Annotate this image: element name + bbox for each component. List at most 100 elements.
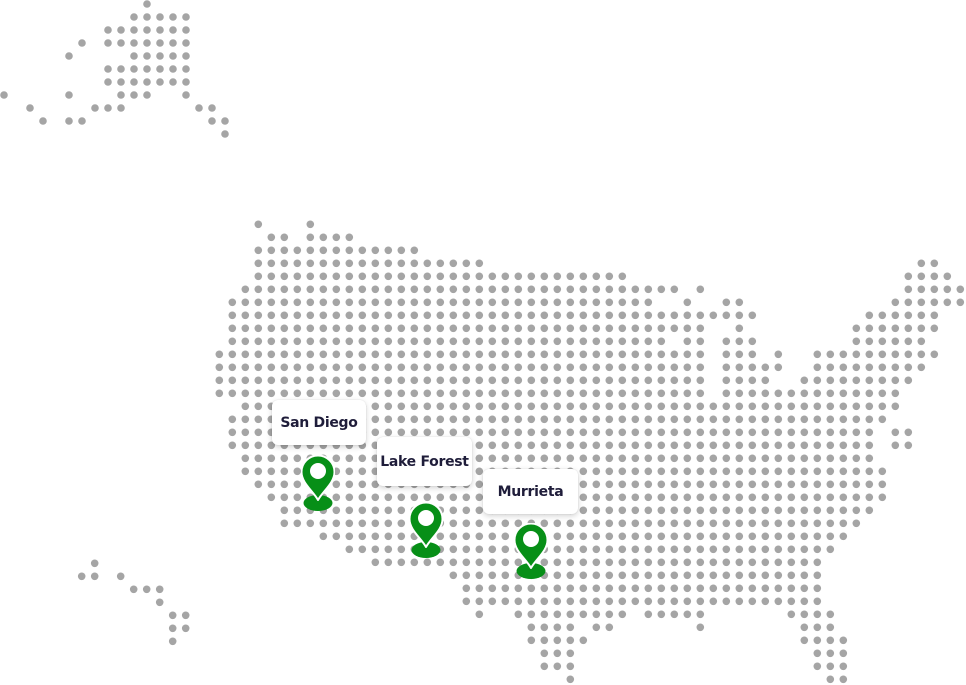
- map-dot: [540, 610, 549, 619]
- map-dot: [280, 233, 289, 242]
- map-dot: [579, 402, 588, 411]
- map-dot: [618, 350, 627, 359]
- map-dot: [462, 519, 471, 528]
- map-dot: [462, 584, 471, 593]
- map-dot: [813, 584, 822, 593]
- map-dot: [787, 506, 796, 515]
- map-dot: [540, 363, 549, 372]
- map-dot: [592, 467, 601, 476]
- map-dot: [410, 350, 419, 359]
- map-dot: [631, 389, 640, 398]
- map-dot: [371, 337, 380, 346]
- map-dot: [553, 454, 562, 463]
- map-pin-icon-lake-forest[interactable]: [409, 502, 443, 559]
- map-dot: [813, 532, 822, 541]
- map-dot: [592, 519, 601, 528]
- map-dot: [410, 493, 419, 502]
- map-dot: [592, 376, 601, 385]
- map-dot: [930, 350, 939, 359]
- map-dot: [0, 91, 8, 99]
- map-dot: [501, 519, 510, 528]
- map-dot: [670, 389, 679, 398]
- map-dot: [891, 311, 900, 320]
- map-pin-icon-murrieta[interactable]: [514, 523, 548, 580]
- map-dot: [436, 298, 445, 307]
- map-dot: [332, 246, 341, 255]
- map-dot: [592, 597, 601, 606]
- map-dot: [813, 649, 822, 658]
- map-dot: [540, 584, 549, 593]
- map-dot: [774, 571, 783, 580]
- map-dot: [117, 78, 125, 86]
- map-dot: [449, 506, 458, 515]
- map-dot: [462, 272, 471, 281]
- map-dot: [956, 298, 965, 307]
- map-dot: [566, 311, 575, 320]
- map-dot: [683, 350, 692, 359]
- map-dot: [917, 285, 926, 294]
- map-dot: [605, 285, 614, 294]
- map-dot: [371, 519, 380, 528]
- map-dot: [839, 389, 848, 398]
- map-dot: [488, 532, 497, 541]
- map-dot: [787, 415, 796, 424]
- map-dot: [657, 402, 666, 411]
- map-dot: [579, 636, 588, 645]
- map-dot: [540, 376, 549, 385]
- location-label-lake-forest[interactable]: Lake Forest: [377, 437, 472, 486]
- map-dot: [657, 311, 666, 320]
- map-dot: [579, 597, 588, 606]
- map-dot: [462, 428, 471, 437]
- map-dot: [683, 454, 692, 463]
- map-dot: [657, 506, 666, 515]
- map-dot: [644, 298, 653, 307]
- map-dot: [748, 506, 757, 515]
- map-dot: [566, 584, 575, 593]
- map-dot: [462, 415, 471, 424]
- map-dot: [553, 311, 562, 320]
- map-dot: [865, 467, 874, 476]
- map-dot: [228, 389, 237, 398]
- map-dot: [397, 493, 406, 502]
- map-dot: [657, 597, 666, 606]
- map-dot: [462, 402, 471, 411]
- map-dot: [657, 467, 666, 476]
- map-dot: [735, 571, 744, 580]
- map-dot: [748, 363, 757, 372]
- map-dot: [709, 506, 718, 515]
- map-dot: [657, 532, 666, 541]
- map-dot: [215, 363, 224, 372]
- map-dot: [319, 532, 328, 541]
- map-dot: [800, 454, 809, 463]
- map-dot: [293, 298, 302, 307]
- location-label-murrieta[interactable]: Murrieta: [483, 469, 578, 514]
- map-dot: [488, 454, 497, 463]
- map-dot: [761, 545, 770, 554]
- map-dot: [566, 610, 575, 619]
- map-dot: [670, 610, 679, 619]
- map-dot: [169, 78, 177, 86]
- map-dot: [527, 272, 536, 281]
- map-dot: [813, 519, 822, 528]
- map-dot: [488, 389, 497, 398]
- location-label-san-diego[interactable]: San Diego: [272, 400, 366, 445]
- map-pin-icon-san-diego[interactable]: [301, 455, 335, 512]
- map-dot: [748, 428, 757, 437]
- map-dot: [462, 298, 471, 307]
- map-dot: [371, 324, 380, 333]
- map-dot: [839, 662, 848, 671]
- map-dot: [683, 363, 692, 372]
- map-dot: [605, 324, 614, 333]
- map-dot: [657, 363, 666, 372]
- map-dot: [241, 337, 250, 346]
- map-dot: [644, 376, 653, 385]
- map-dot: [143, 91, 151, 99]
- map-dot: [319, 246, 328, 255]
- map-dot: [306, 220, 315, 229]
- map-dot: [423, 272, 432, 281]
- map-dot: [852, 337, 861, 346]
- map-dot: [631, 558, 640, 567]
- map-dot: [761, 506, 770, 515]
- map-dot: [397, 337, 406, 346]
- map-dot: [592, 623, 601, 632]
